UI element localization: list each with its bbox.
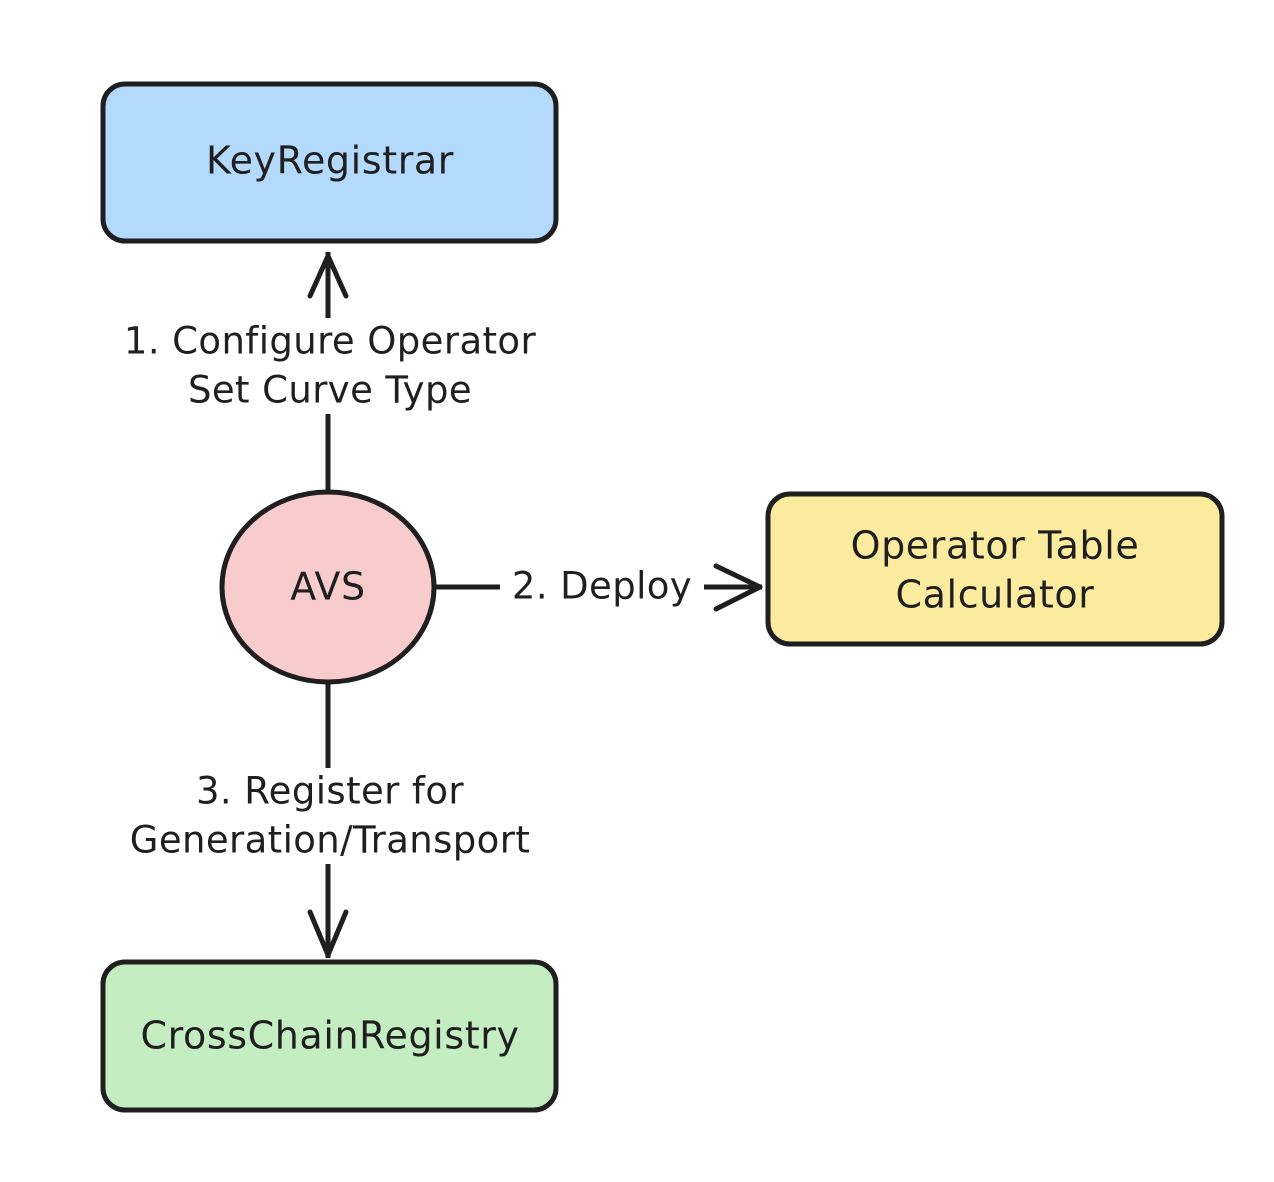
node-operator-table-calculator[interactable]: Operator Table Calculator <box>765 491 1225 647</box>
edge-label-background-3 <box>108 768 552 864</box>
node-avs-shape[interactable] <box>219 489 437 685</box>
node-avs-label: AVS <box>290 565 365 609</box>
node-keyregistrar[interactable]: KeyRegistrar <box>100 81 559 244</box>
edge-label-configure-curve-type: 1. Configure Operator Set Curve Type <box>112 318 548 414</box>
edge-label-deploy-text: 2. Deploy <box>512 565 692 608</box>
arrowhead-right-operator-table-calculator <box>713 563 763 612</box>
edge-label-register-generation-transport-line2: Generation/Transport <box>130 819 531 862</box>
edge-label-register-generation-transport: 3. Register for Generation/Transport <box>108 768 552 864</box>
edge-label-configure-curve-type-line1: 1. Configure Operator <box>124 320 537 363</box>
node-crosschainregistry[interactable]: CrossChainRegistry <box>100 959 559 1113</box>
node-crosschainregistry-shape[interactable] <box>100 959 559 1113</box>
edge-label-background-1 <box>112 318 548 414</box>
arrowhead-down-crosschainregistry <box>307 909 349 958</box>
node-operator-table-calculator-label-line1: Operator Table <box>851 524 1140 568</box>
edge-label-background-2 <box>500 560 704 614</box>
node-operator-table-calculator-shape[interactable] <box>765 491 1225 647</box>
edge-label-register-generation-transport-line1: 3. Register for <box>196 770 464 813</box>
arrowhead-up-keyregistrar <box>307 253 349 299</box>
node-operator-table-calculator-label-line2: Calculator <box>896 573 1095 617</box>
node-avs[interactable]: AVS <box>219 489 437 685</box>
node-keyregistrar-shape[interactable] <box>100 81 559 244</box>
edge-label-deploy: 2. Deploy <box>500 560 704 614</box>
edge-label-configure-curve-type-line2: Set Curve Type <box>188 369 472 412</box>
node-keyregistrar-label: KeyRegistrar <box>206 139 454 183</box>
node-crosschainregistry-label: CrossChainRegistry <box>140 1014 519 1058</box>
